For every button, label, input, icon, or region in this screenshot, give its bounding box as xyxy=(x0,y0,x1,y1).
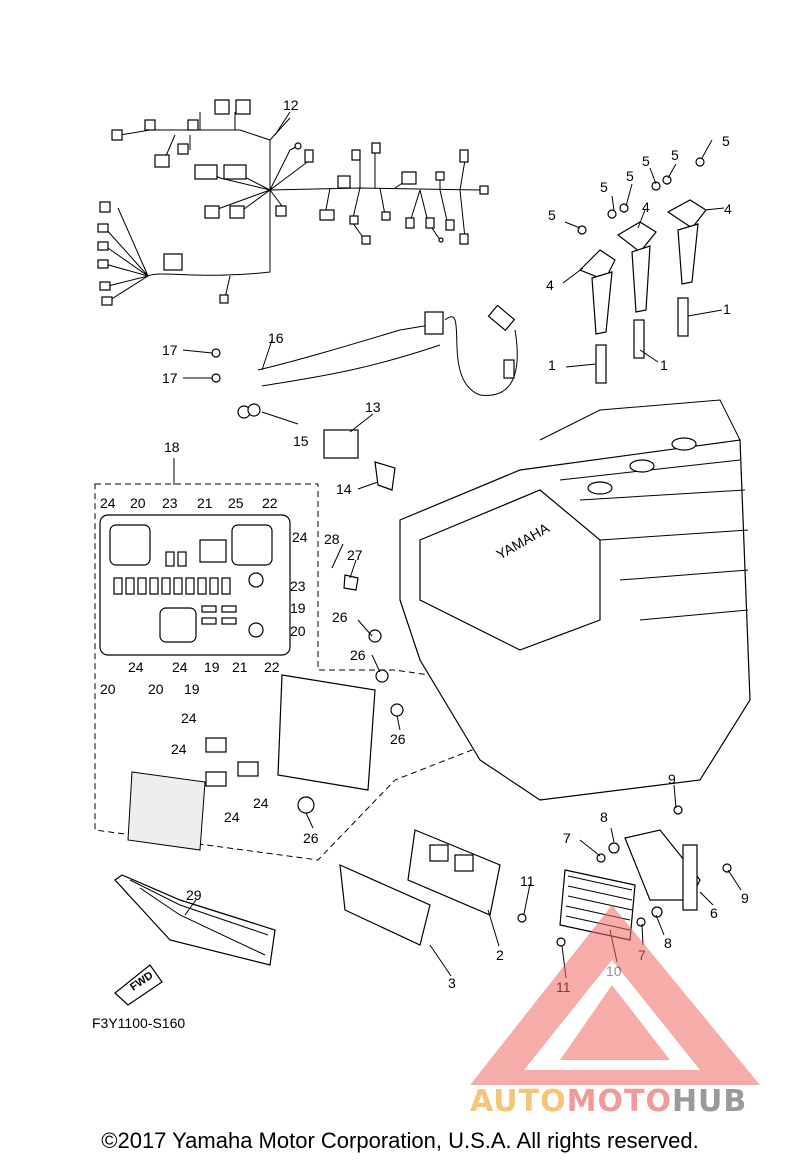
callout-19: 19 xyxy=(204,659,220,675)
callout-20: 20 xyxy=(130,495,146,511)
callout-17: 17 xyxy=(162,370,178,386)
callout-3: 3 xyxy=(448,975,456,991)
callout-19: 19 xyxy=(290,600,306,616)
callout-14: 14 xyxy=(336,481,352,497)
callout-16: 16 xyxy=(268,330,284,346)
watermark-text: AUTOMOTOHUB xyxy=(470,1084,747,1119)
watermark-auto: AUTO xyxy=(470,1084,567,1119)
ignition-coils xyxy=(577,157,707,384)
callout-20: 20 xyxy=(100,681,116,697)
callout-5: 5 xyxy=(671,147,679,163)
callout-12: 12 xyxy=(283,97,299,113)
callout-24: 24 xyxy=(171,741,187,757)
callout-2: 2 xyxy=(496,947,504,963)
callout-29: 29 xyxy=(186,887,202,903)
callout-8: 8 xyxy=(664,935,672,951)
callout-5: 5 xyxy=(600,179,608,195)
callout-24: 24 xyxy=(253,795,269,811)
diagram-code: F3Y1100-S160 xyxy=(92,1015,186,1031)
engine-block: YAMAHA xyxy=(343,399,751,801)
callout-27: 27 xyxy=(347,547,363,563)
callout-5: 5 xyxy=(722,133,730,149)
callout-23: 23 xyxy=(290,578,306,594)
callout-21: 21 xyxy=(197,495,213,511)
callout-7: 7 xyxy=(563,830,571,846)
callout-24: 24 xyxy=(172,659,188,675)
callout-4: 4 xyxy=(724,201,732,217)
callout-labels: 12 5 5 5 5 5 5 4 4 4 1 1 1 16 17 17 15 1… xyxy=(100,97,749,995)
callout-13: 13 xyxy=(365,399,381,415)
callout-24: 24 xyxy=(100,495,116,511)
callout-26: 26 xyxy=(303,830,319,846)
callout-9: 9 xyxy=(741,890,749,906)
watermark-hub: HUB xyxy=(671,1084,748,1119)
callout-26: 26 xyxy=(350,647,366,663)
callout-9: 9 xyxy=(668,771,676,787)
callout-21: 21 xyxy=(232,659,248,675)
callout-20: 20 xyxy=(290,623,306,639)
callout-1: 1 xyxy=(548,357,556,373)
callout-15: 15 xyxy=(293,433,309,449)
fuse-box-group xyxy=(94,483,602,861)
callout-4: 4 xyxy=(546,277,554,293)
regulator-group xyxy=(517,805,732,947)
callout-5: 5 xyxy=(626,168,634,184)
callout-17: 17 xyxy=(162,342,178,358)
sensor-leads xyxy=(211,304,518,491)
callout-5: 5 xyxy=(642,153,650,169)
callout-23: 23 xyxy=(162,495,178,511)
watermark-moto: MOTO xyxy=(566,1084,672,1119)
callout-19: 19 xyxy=(184,681,200,697)
callout-8: 8 xyxy=(600,809,608,825)
callout-24: 24 xyxy=(181,710,197,726)
callout-18: 18 xyxy=(164,439,180,455)
ecu-covers: FWD xyxy=(114,829,501,1006)
callout-25: 25 xyxy=(228,495,244,511)
callout-20: 20 xyxy=(148,681,164,697)
callout-22: 22 xyxy=(264,659,280,675)
callout-28: 28 xyxy=(324,531,340,547)
callout-1: 1 xyxy=(723,301,731,317)
callout-26: 26 xyxy=(390,731,406,747)
callout-26: 26 xyxy=(332,609,348,625)
callout-22: 22 xyxy=(262,495,278,511)
wire-harness xyxy=(97,99,489,306)
callout-5: 5 xyxy=(548,207,556,223)
callout-1: 1 xyxy=(660,357,668,373)
copyright-notice: ©2017 Yamaha Motor Corporation, U.S.A. A… xyxy=(101,1128,699,1153)
callout-24: 24 xyxy=(224,809,240,825)
leader-lines xyxy=(173,111,742,979)
watermark-logo xyxy=(470,905,760,1085)
callout-24: 24 xyxy=(128,659,144,675)
callout-6: 6 xyxy=(710,905,718,921)
callout-4: 4 xyxy=(642,199,650,215)
callout-24: 24 xyxy=(292,529,308,545)
callout-11: 11 xyxy=(520,873,535,889)
